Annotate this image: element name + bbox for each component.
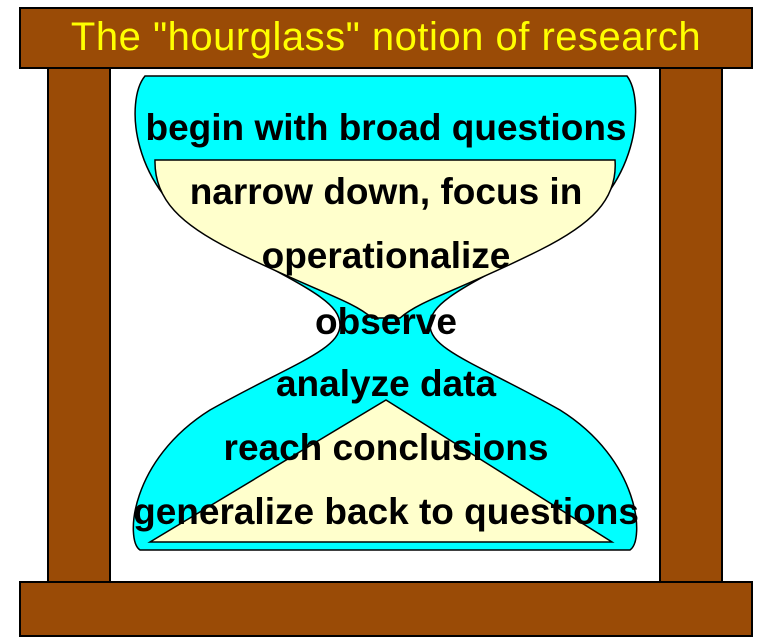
step-4: observe: [315, 301, 457, 342]
left-post: [47, 67, 111, 583]
step-5: analyze data: [275, 363, 497, 404]
step-7: generalize back to questions: [133, 491, 639, 532]
top-bar: [19, 7, 753, 69]
diagram-title: The "hourglass" notion of research: [70, 14, 702, 59]
bottom-sand: [147, 399, 615, 543]
step-6: reach conclusions: [223, 427, 549, 468]
top-sand: [154, 159, 616, 319]
bottom-bar: [19, 581, 753, 637]
step-2: narrow down, focus in: [189, 171, 583, 212]
right-post: [659, 67, 723, 583]
step-3: operationalize: [261, 235, 511, 276]
step-1: begin with broad questions: [145, 107, 627, 148]
